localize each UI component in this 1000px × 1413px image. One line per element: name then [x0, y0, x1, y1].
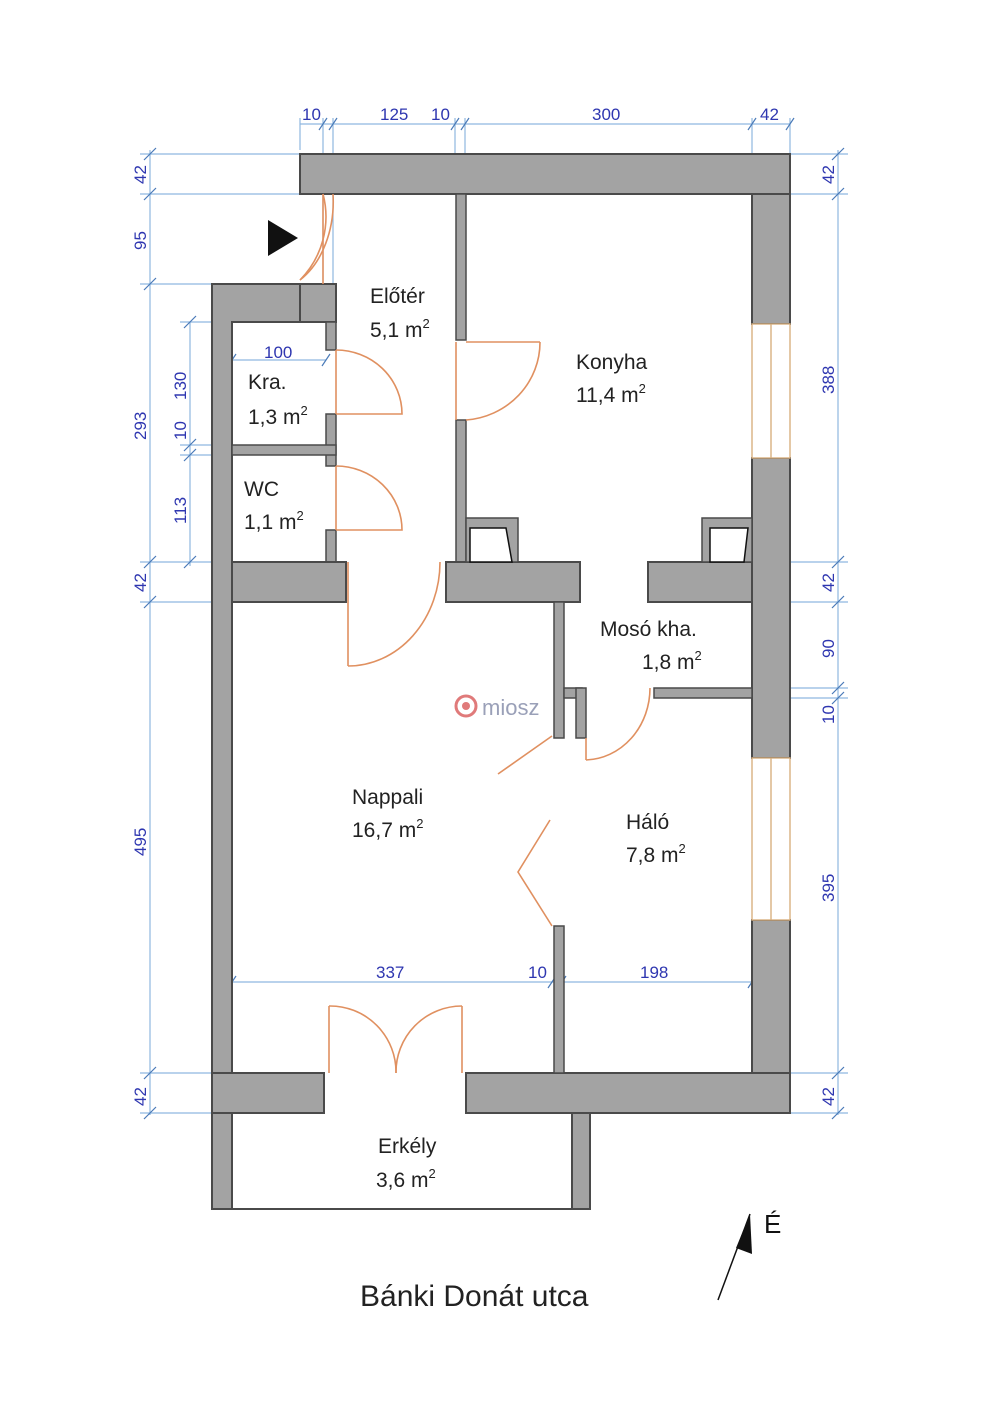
dim-left-inner-2: 10 [171, 421, 190, 440]
dim-left-3: 293 [131, 412, 150, 440]
dim-bottom-mid: 10 [528, 963, 547, 982]
room-area-moso: 1,8 m2 [642, 648, 702, 674]
room-name-moso: Mosó kha. [600, 618, 697, 641]
windows [751, 323, 791, 921]
room-area-nappali: 16,7 m2 [352, 816, 423, 842]
room-name-erkely: Erkély [378, 1135, 437, 1158]
room-area-halo: 7,8 m2 [626, 841, 686, 867]
shafts [469, 527, 749, 563]
room-name-konyha: Konyha [576, 351, 648, 374]
miosz-logo: miosz [454, 694, 539, 720]
dim-right-4: 90 [819, 639, 838, 658]
dim-bottom-left: 337 [376, 963, 404, 982]
doors [299, 193, 651, 1074]
dim-top-1: 10 [302, 105, 321, 124]
room-name-kra: Kra. [248, 371, 287, 394]
dim-top-5: 42 [760, 105, 779, 124]
room-name-nappali: Nappali [352, 786, 423, 809]
dim-right-7: 42 [819, 1087, 838, 1106]
north-label: É [764, 1209, 781, 1239]
dim-left-inner-3: 113 [171, 497, 190, 524]
room-labels: Előtér 5,1 m2 Konyha 11,4 m2 Kra. 1,3 m2… [244, 285, 702, 1192]
dim-top-4: 300 [592, 105, 620, 124]
dim-right-6: 395 [819, 874, 838, 902]
room-name-eloter: Előtér [370, 285, 425, 308]
dimension-labels: 10 125 10 300 42 42 95 293 42 495 42 130… [131, 105, 838, 1106]
room-name-wc: WC [244, 478, 279, 501]
room-area-kra: 1,3 m2 [248, 403, 308, 429]
dim-right-1: 42 [819, 165, 838, 184]
north-arrow-icon [717, 1213, 752, 1301]
street-name: Bánki Donát utca [360, 1280, 589, 1313]
entrance-arrow-icon [268, 220, 298, 256]
room-area-eloter: 5,1 m2 [370, 316, 430, 342]
dim-left-2: 95 [131, 231, 150, 250]
dimension-lines [140, 117, 848, 1120]
room-area-wc: 1,1 m2 [244, 508, 304, 534]
room-name-halo: Háló [626, 811, 669, 834]
dim-top-3: 10 [431, 105, 450, 124]
dim-right-5: 10 [819, 705, 838, 724]
dim-left-4: 42 [131, 573, 150, 592]
dim-right-2: 388 [819, 366, 838, 394]
room-area-konyha: 11,4 m2 [576, 381, 646, 407]
dim-kra-width: 100 [264, 343, 292, 362]
dim-left-1: 42 [131, 165, 150, 184]
room-area-erkely: 3,6 m2 [376, 1166, 436, 1192]
dim-top-2: 125 [380, 105, 408, 124]
dim-left-inner-1: 130 [171, 372, 190, 400]
dim-right-3: 42 [819, 573, 838, 592]
logo-text: miosz [482, 695, 539, 720]
dim-left-5: 495 [131, 828, 150, 856]
dim-left-6: 42 [131, 1087, 150, 1106]
walls [211, 153, 791, 1210]
dim-bottom-right: 198 [640, 963, 668, 982]
